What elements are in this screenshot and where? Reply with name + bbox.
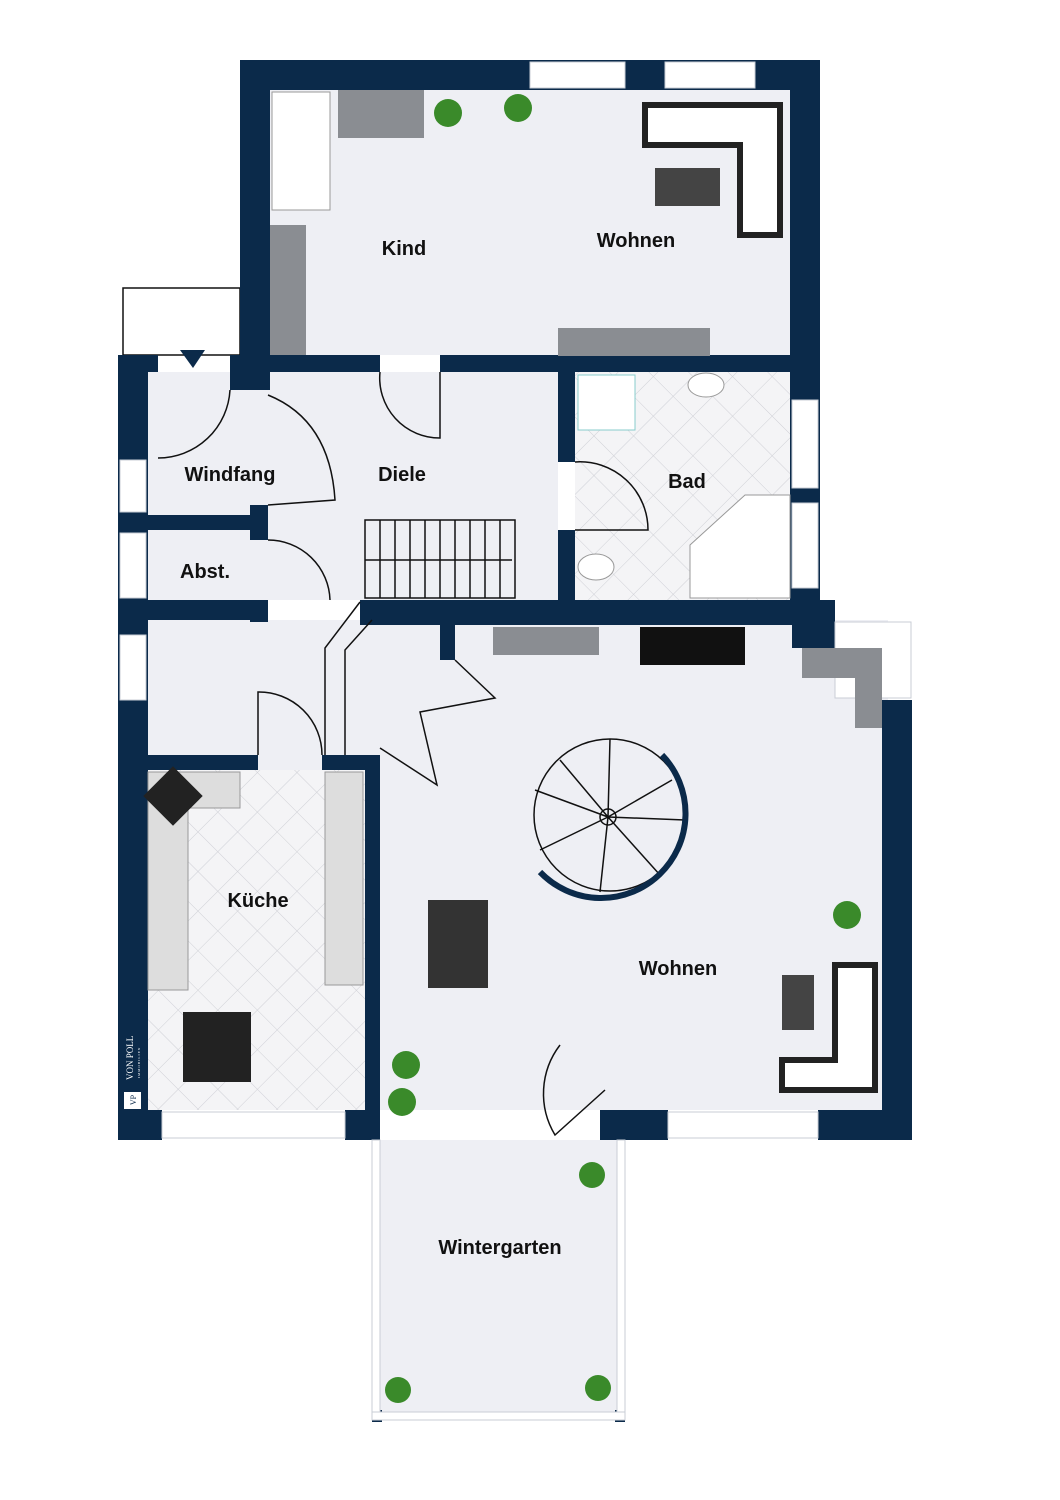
room-labels: Kind Wohnen Windfang Diele Bad Abst. Küc…: [180, 230, 717, 1259]
counter-icon: [802, 648, 882, 728]
walls: [118, 60, 912, 1422]
logo-mark: VP: [129, 1094, 138, 1105]
room-label-wintergarten: Wintergarten: [438, 1237, 561, 1259]
room-label-diele: Diele: [378, 464, 426, 486]
logo-subtitle: IMMOBILIEN: [137, 1047, 141, 1078]
cabinet-icon: [493, 627, 599, 655]
plant-icon: [392, 1051, 420, 1079]
room-label-wohnen-upper: Wohnen: [597, 230, 676, 252]
living-sofa-icon: [779, 962, 878, 1093]
stove-icon: [143, 766, 203, 826]
entrance-arrow-icon: [180, 350, 205, 368]
sideboard-icon: [558, 328, 710, 356]
plant-icon: [579, 1162, 605, 1188]
logo-name: VON POLL: [125, 1036, 135, 1080]
room-label-kind: Kind: [382, 238, 426, 260]
wardrobe-icon: [270, 225, 306, 355]
shower-icon: [577, 374, 636, 431]
plant-icon: [833, 901, 861, 929]
staircase: [324, 519, 689, 902]
room-label-windfang: Windfang: [185, 464, 276, 486]
plant-icon: [434, 99, 462, 127]
bed-icon: [271, 91, 331, 211]
von-poll-logo: VP VON POLL IMMOBILIEN: [124, 1036, 141, 1109]
room-label-abst: Abst.: [180, 561, 230, 583]
room-label-wohnen-lower: Wohnen: [639, 958, 718, 980]
bathtub-icon: [689, 494, 791, 599]
room-label-kueche: Küche: [227, 890, 288, 912]
plant-icon: [385, 1377, 411, 1403]
sofa-icon: [642, 102, 783, 238]
fireplace-icon: [640, 627, 745, 665]
side-table-icon: [782, 975, 814, 1030]
dining-table-icon: [428, 900, 488, 988]
desk-icon: [338, 90, 424, 138]
doors: [157, 350, 649, 1137]
kitchen-cabinet-icon: [324, 771, 364, 986]
toilet-icon: [577, 553, 615, 581]
furniture: [143, 90, 882, 1403]
sink-icon: [687, 372, 725, 398]
kitchen-table-icon: [183, 1012, 251, 1082]
plant-icon: [388, 1088, 416, 1116]
floors: [122, 90, 888, 1415]
plant-icon: [504, 94, 532, 122]
room-label-bad: Bad: [668, 471, 706, 493]
coffee-table-icon: [655, 168, 720, 206]
plant-icon: [585, 1375, 611, 1401]
